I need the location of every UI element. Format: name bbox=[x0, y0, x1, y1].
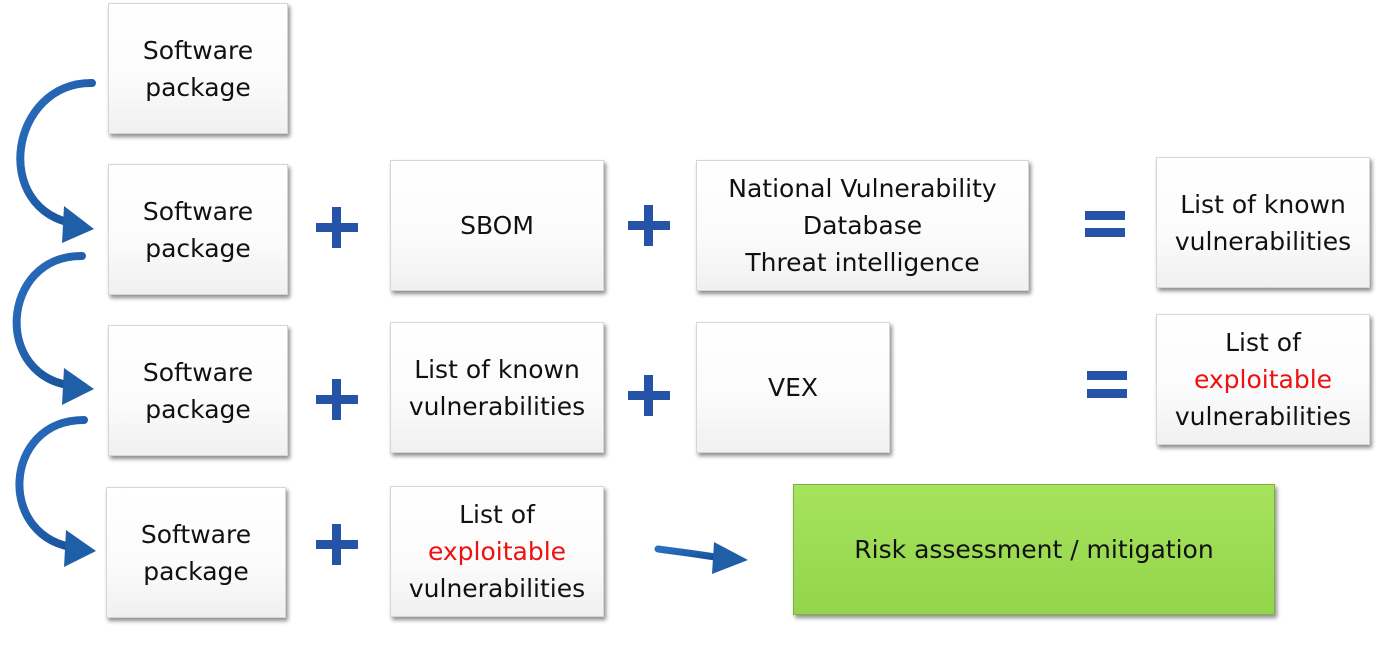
plus-icon bbox=[628, 205, 670, 246]
exploitable-vulnerabilities-result-box: List of exploitable vulnerabilities bbox=[1156, 314, 1370, 445]
equals-icon bbox=[1087, 371, 1127, 398]
box-text-line: List of bbox=[459, 500, 535, 529]
plus-icon bbox=[316, 207, 358, 248]
software-package-box-4: Software package bbox=[106, 487, 286, 618]
box-text-line: package bbox=[143, 556, 249, 586]
known-vulnerabilities-result-box: List of known vulnerabilities bbox=[1156, 157, 1370, 288]
box-text-line: Software bbox=[140, 519, 252, 549]
box-text-line: package bbox=[145, 394, 251, 424]
box-text-line: National Vulnerability bbox=[728, 174, 997, 203]
known-vulnerabilities-input-box: List of known vulnerabilities bbox=[390, 322, 604, 453]
exploitable-highlight-text: exploitable bbox=[427, 537, 567, 566]
risk-assessment-box: Risk assessment / mitigation bbox=[793, 484, 1275, 615]
curved-arrow-icon bbox=[15, 416, 96, 567]
box-text-line: VEX bbox=[767, 373, 819, 402]
vulnerability-sources-box: National Vulnerability Database Threat i… bbox=[696, 160, 1029, 291]
exploitable-highlight-text: exploitable bbox=[1193, 365, 1333, 394]
box-text-line: List of known bbox=[414, 354, 580, 384]
exploitable-vulnerabilities-input-box: List of exploitable vulnerabilities bbox=[390, 486, 604, 617]
box-text-line: List of bbox=[1225, 328, 1301, 357]
box-text-line: SBOM bbox=[460, 211, 534, 240]
box-text-line: List of known bbox=[1180, 189, 1346, 219]
box-text-line: vulnerabilities bbox=[408, 574, 586, 603]
software-package-box-1: Software package bbox=[108, 3, 288, 134]
box-text-line: vulnerabilities bbox=[408, 391, 586, 421]
box-text-line: package bbox=[145, 233, 251, 263]
box-text-line: Database bbox=[802, 211, 923, 240]
plus-icon bbox=[316, 524, 358, 565]
box-text-line: Risk assessment / mitigation bbox=[854, 535, 1214, 564]
software-package-box-2: Software package bbox=[108, 164, 288, 295]
software-package-box-3: Software package bbox=[108, 325, 288, 456]
box-text-line: package bbox=[145, 72, 251, 102]
box-text-line: Software bbox=[142, 35, 254, 65]
box-text-line: vulnerabilities bbox=[1174, 402, 1352, 431]
curved-arrow-icon bbox=[12, 251, 94, 405]
plus-icon bbox=[628, 375, 670, 416]
plus-icon bbox=[316, 379, 358, 420]
box-text-line: Software bbox=[142, 357, 254, 387]
curved-arrow-icon bbox=[16, 78, 96, 243]
sbom-box: SBOM bbox=[390, 160, 604, 291]
box-text-line: Software bbox=[142, 196, 254, 226]
box-text-line: vulnerabilities bbox=[1174, 226, 1352, 256]
box-text-line: Threat intelligence bbox=[745, 248, 980, 277]
vex-box: VEX bbox=[696, 322, 890, 453]
right-arrow-icon bbox=[654, 542, 748, 574]
equals-icon bbox=[1085, 211, 1125, 237]
